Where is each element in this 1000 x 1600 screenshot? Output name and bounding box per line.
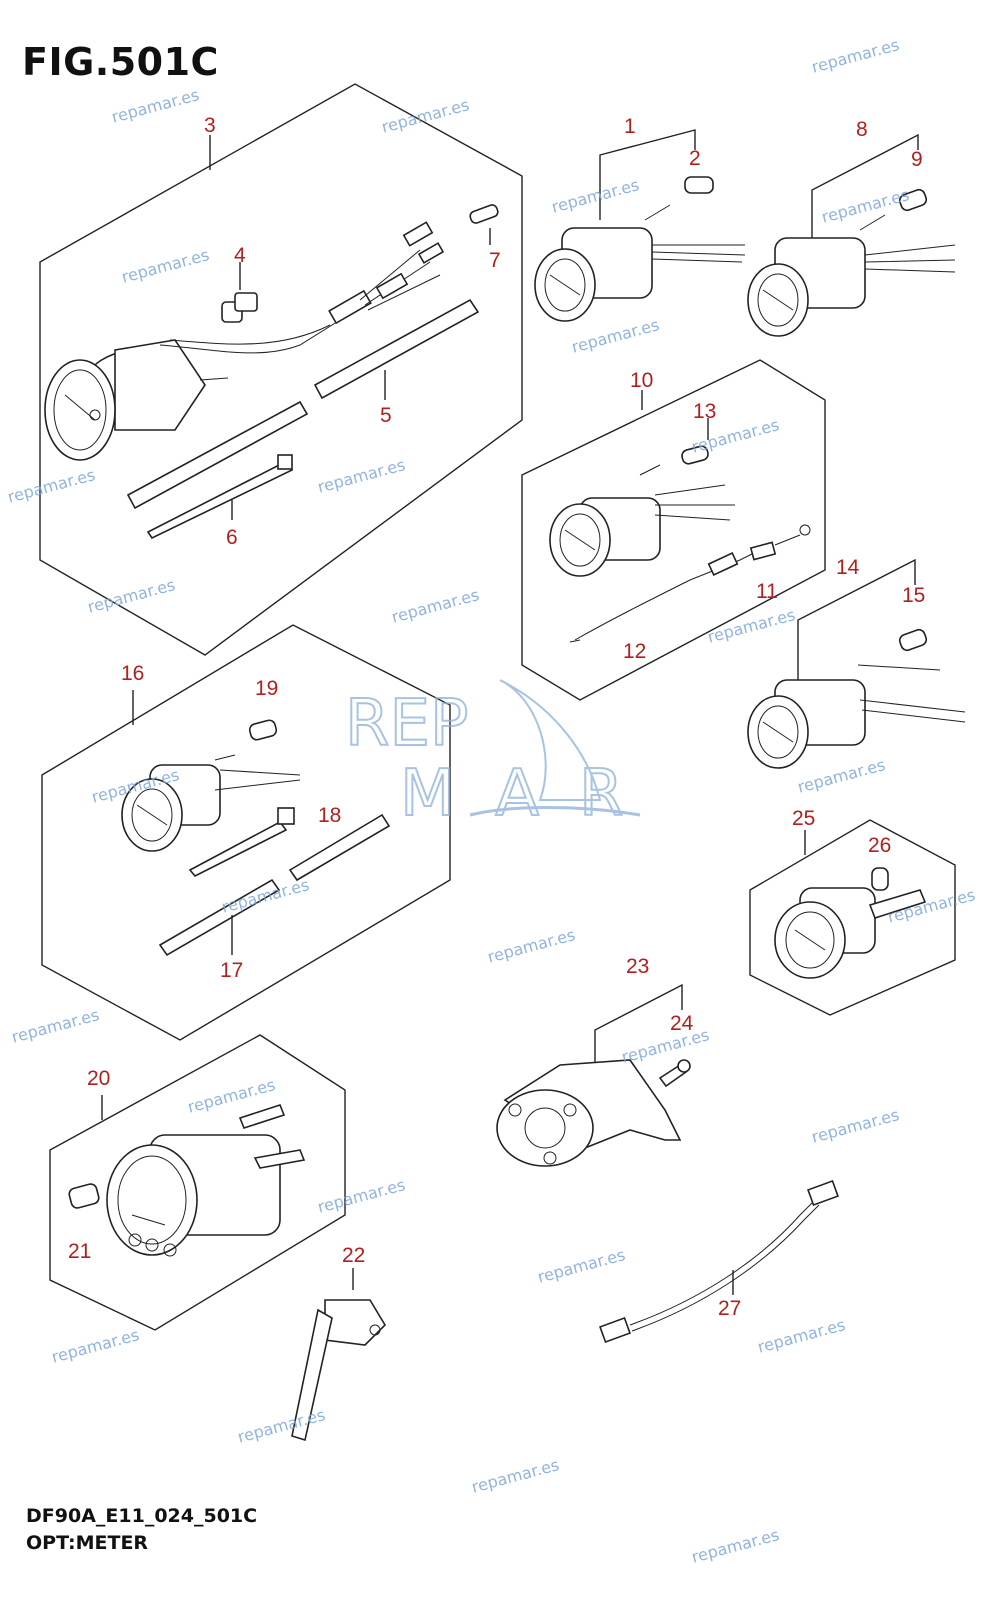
callout-27: 27 (718, 1297, 741, 1320)
screw-24 (658, 1059, 691, 1088)
callout-25: 25 (792, 807, 815, 830)
callout-7: 7 (489, 249, 501, 272)
figure-name: OPT:METER (26, 1532, 149, 1554)
bulb-13 (681, 418, 709, 465)
callouts: 1 2 3 4 5 6 7 8 9 10 11 12 13 14 15 16 1… (68, 114, 925, 1320)
callout-3: 3 (204, 114, 216, 137)
callout-14: 14 (836, 556, 860, 579)
gauge-14 (747, 558, 966, 769)
gauge-1 (534, 129, 746, 322)
bulb-2 (684, 176, 714, 194)
gauge-8 (747, 133, 956, 337)
callout-9: 9 (911, 148, 923, 171)
callout-21: 21 (68, 1240, 91, 1263)
callout-11: 11 (756, 580, 778, 603)
gauge-10 (549, 464, 811, 643)
bulb-26 (871, 867, 889, 891)
gauge-16 (121, 754, 301, 852)
callout-12: 12 (623, 640, 646, 663)
callout-22: 22 (342, 1244, 365, 1267)
callout-20: 20 (87, 1067, 110, 1090)
group-20-box (49, 1034, 346, 1331)
group-3-box (39, 83, 523, 656)
callout-8: 8 (856, 118, 868, 141)
group-10-box (521, 359, 826, 701)
bulb-15 (898, 628, 928, 652)
bulb-9 (898, 188, 928, 212)
callout-26: 26 (868, 834, 891, 857)
figure-title: FIG.501C (22, 40, 219, 84)
callout-16: 16 (121, 662, 144, 685)
figure-code: DF90A_E11_024_501C (26, 1505, 258, 1527)
callout-4: 4 (234, 244, 246, 267)
gauge-3 (44, 221, 445, 461)
repmar-logo: REP MAR (344, 679, 663, 832)
logo-line2: MAR (400, 757, 663, 831)
sender-22 (291, 1268, 387, 1442)
tie-18 (188, 807, 295, 878)
gauge-25 (774, 887, 927, 979)
callout-23: 23 (626, 955, 649, 978)
callout-5: 5 (380, 404, 392, 427)
tube-17 (158, 813, 391, 957)
bulb-4 (221, 262, 258, 323)
callout-6: 6 (226, 526, 238, 549)
callout-17: 17 (220, 959, 243, 982)
callout-18: 18 (318, 804, 341, 827)
connector-7 (469, 204, 499, 245)
harness-27 (599, 1180, 839, 1343)
callout-24: 24 (670, 1012, 694, 1035)
callout-2: 2 (689, 147, 701, 170)
bulb-19 (248, 719, 278, 741)
group-25-box (749, 819, 956, 1016)
callout-1: 1 (624, 115, 636, 138)
callout-13: 13 (693, 400, 716, 423)
bulb-21 (68, 1183, 100, 1209)
callout-15: 15 (902, 584, 925, 607)
gauge-20 (106, 1104, 306, 1257)
logo-line1: REP (345, 687, 469, 761)
callout-10: 10 (630, 369, 653, 392)
tie-6 (146, 454, 294, 540)
group-16-box (41, 624, 451, 1041)
callout-19: 19 (255, 677, 278, 700)
bracket-23 (496, 983, 683, 1167)
tube-5 (126, 298, 480, 510)
